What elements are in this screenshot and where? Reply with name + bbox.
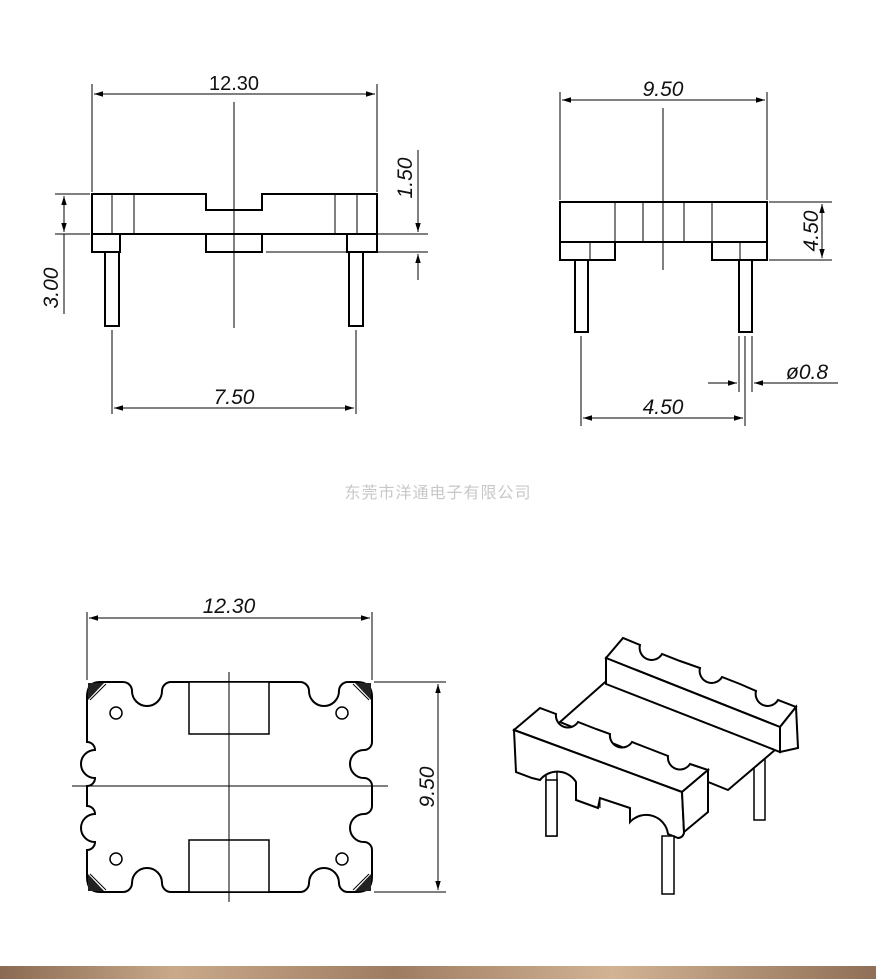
front-pin-spacing-label: 7.50: [214, 386, 255, 409]
side-pin-spacing-label: 4.50: [643, 396, 684, 419]
front-view: [55, 84, 428, 414]
top-view: [72, 612, 446, 902]
pin-diameter-label: ø0.8: [786, 361, 828, 384]
front-width-label: 12.30: [209, 73, 259, 95]
top-width-label: 12.30: [203, 595, 256, 618]
side-height-label: 4.50: [800, 210, 823, 251]
front-step-label: 1.50: [394, 157, 417, 198]
side-view: [559, 92, 838, 426]
footer-bar: [0, 966, 876, 979]
company-watermark: 东莞市洋通电子有限公司: [344, 483, 531, 502]
isometric-view: [512, 636, 800, 895]
top-depth-label: 9.50: [416, 766, 439, 807]
front-height-label: 3.00: [40, 267, 63, 308]
side-width-label: 9.50: [643, 78, 684, 101]
